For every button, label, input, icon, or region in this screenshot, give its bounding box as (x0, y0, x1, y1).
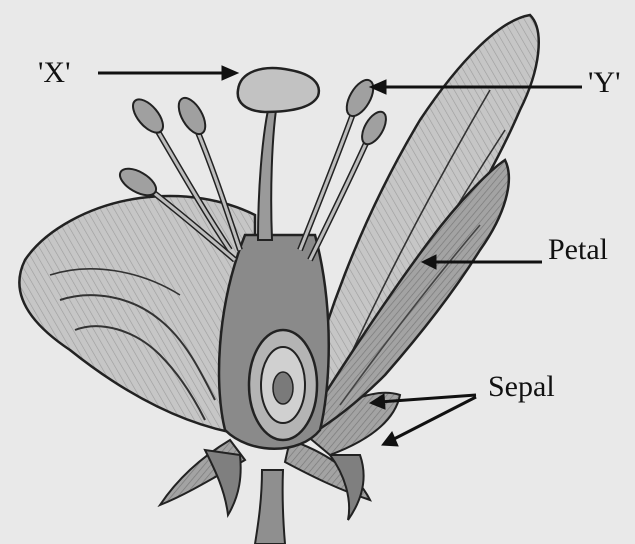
pedicel (255, 470, 285, 544)
ovary (219, 235, 329, 449)
petal-right-back (300, 15, 539, 430)
label-x: 'X' (38, 58, 70, 88)
label-y: 'Y' (588, 68, 620, 98)
label-sepal: Sepal (488, 372, 555, 402)
anther-y (341, 76, 378, 121)
label-petal: Petal (548, 235, 608, 265)
stigma (238, 68, 319, 112)
